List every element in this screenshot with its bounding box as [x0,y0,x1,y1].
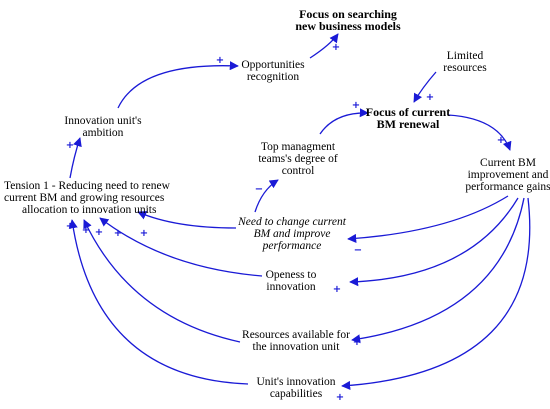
polarity-openess-to-tension: + [114,228,122,239]
link-current-bm-to-capabilities [341,197,531,390]
node-need-change-line-3: performance [262,240,322,252]
node-tension: Tension 1 - Reducing need to renew curre… [4,180,171,216]
node-focus-current-line-2: BM renewal [377,117,440,131]
node-need-change: Need to change current BM and improve pe… [237,216,347,252]
node-tension-line-2: current BM and growing resources [4,192,165,204]
polarity-capabilities-to-tension: + [82,225,90,236]
node-resources-available-line-1: Resources available for [242,329,350,341]
polarity-need-change-to-tension: + [140,228,148,239]
link-ambition-to-opportunities [117,61,239,109]
node-focus-current: Focus of current BM renewal [366,105,450,131]
link-current-bm-to-openess [349,197,519,287]
node-opportunities-line-2: recognition [247,71,300,83]
link-current-bm-to-need-change [347,195,509,243]
polarity-opportunities-to-focus-searching: + [332,42,340,53]
node-current-bm-line-3: performance gains [465,181,550,193]
node-top-mgmt: Top managment teams's degree of control [258,141,338,177]
polarity-current-bm-to-capabilities: + [336,392,344,403]
node-openess-line-2: innovation [266,281,315,293]
node-need-change-line-2: BM and improve [254,228,331,240]
node-innovation-ambition: Innovation unit's ambition [64,115,142,139]
node-limited-resources: Limited resources [443,50,487,74]
node-current-bm-line-1: Current BM [480,157,536,169]
link-current-bm-to-resources [351,197,525,344]
polarity-current-bm-to-openess: + [333,284,341,295]
links [68,33,531,390]
link-capabilities-to-tension [68,219,249,385]
link-opportunities-to-focus-searching [309,33,339,59]
link-need-change-to-top-mgmt [254,179,279,213]
node-capabilities-line-1: Unit's innovation [256,376,335,388]
node-focus-searching-line-2: new business models [295,19,401,33]
polarity-tension-self: + [66,221,74,232]
node-top-mgmt-line-2: teams's degree of [258,153,338,165]
node-opportunities: Opportunities recognition [241,59,305,83]
polarity-limited-to-focus-current: + [426,92,434,103]
node-resources-available-line-2: the innovation unit [253,341,341,353]
node-limited-resources-line-1: Limited [447,50,484,62]
node-top-mgmt-line-3: control [282,165,315,177]
polarity-current-bm-to-resources: + [353,337,361,348]
link-need-change-to-tension [137,211,237,229]
polarity-need-change-to-top-mgmt: − [255,184,263,195]
node-limited-resources-line-2: resources [443,62,487,74]
node-current-bm-line-2: improvement and [468,169,549,181]
polarity-signs: + + + + + + − − + + + + + + + + [66,42,505,403]
polarity-top-mgmt-to-focus-current: + [352,100,360,111]
link-tension-to-ambition [69,137,82,179]
node-focus-searching: Focus on searching new business models [295,7,401,33]
link-openess-to-tension [99,217,263,277]
node-need-change-line-1: Need to change current [237,216,347,228]
node-tension-line-3: allocation to innovation units [22,204,157,216]
node-top-mgmt-line-1: Top managment [261,141,336,153]
link-limited-to-focus-current [413,71,437,103]
link-focus-current-to-current-bm [447,114,512,151]
node-openess-line-1: Openess to [266,269,317,281]
polarity-focus-current-to-current-bm: + [497,135,505,146]
node-tension-line-1: Tension 1 - Reducing need to renew [4,180,171,192]
link-top-mgmt-to-focus-current [319,108,369,135]
node-current-bm: Current BM improvement and performance g… [465,157,550,193]
node-capabilities: Unit's innovation capabilities [256,376,335,400]
polarity-ambition-to-opportunities: + [216,55,224,66]
node-focus-current-line-1: Focus of current [366,105,450,119]
node-innovation-ambition-line-1: Innovation unit's [64,115,142,127]
polarity-resources-to-tension: + [95,227,103,238]
node-opportunities-line-1: Opportunities [241,59,305,71]
link-resources-to-tension [83,219,241,343]
node-openess: Openess to innovation [266,269,317,293]
polarity-tension-to-ambition: + [66,140,74,151]
node-resources-available: Resources available for the innovation u… [242,329,350,353]
node-innovation-ambition-line-2: ambition [83,127,124,139]
node-capabilities-line-2: capabilities [270,388,323,400]
node-focus-searching-line-1: Focus on searching [299,7,397,21]
polarity-current-bm-to-need-change: − [354,245,362,256]
